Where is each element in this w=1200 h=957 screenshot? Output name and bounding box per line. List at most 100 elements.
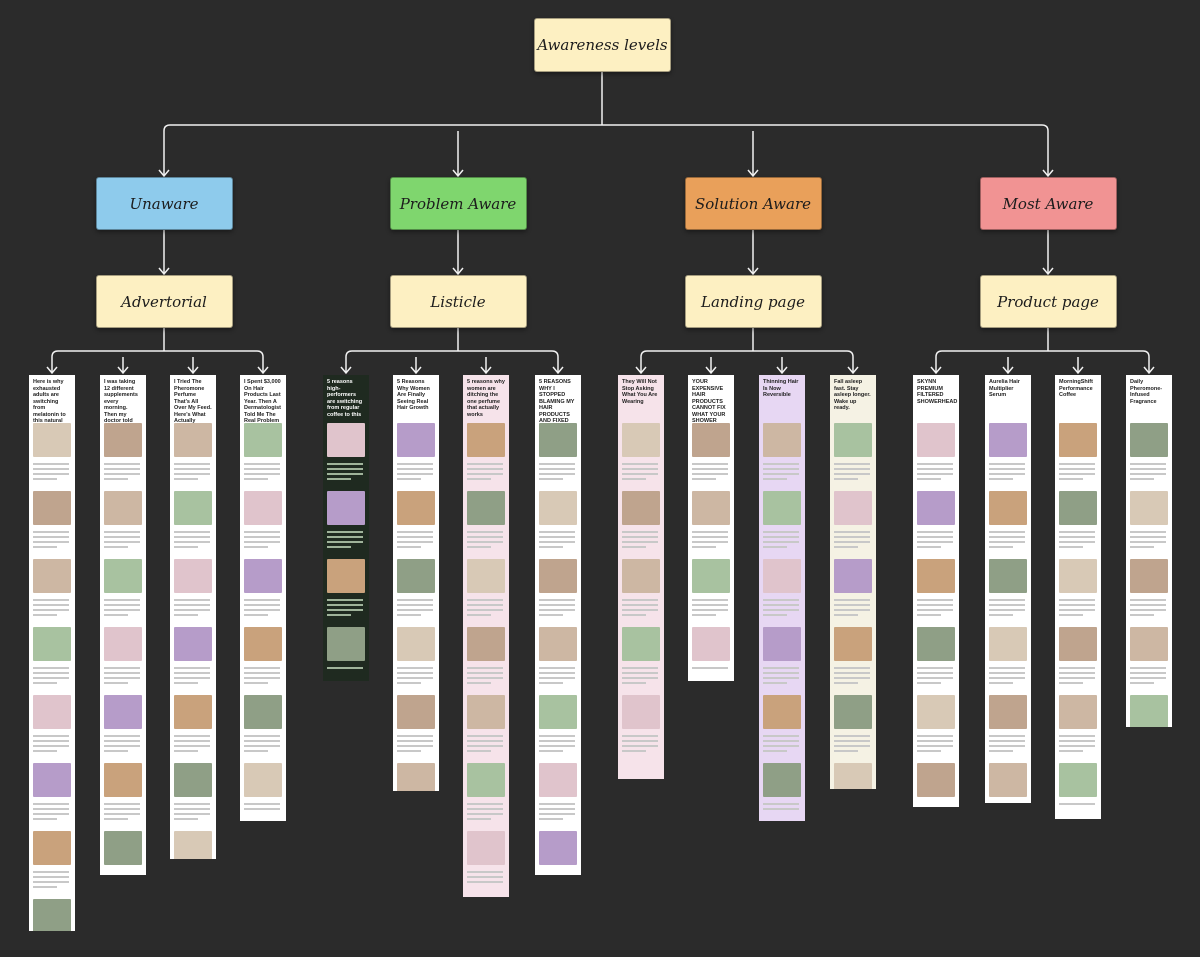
thumbnail-text-line [1059,463,1095,465]
thumbnail-image-block [763,627,801,661]
thumbnail-headline: Fall asleep fast. Stay asleep longer. Wa… [834,379,871,411]
page-screenshot-thumbnail[interactable]: SKYNN PREMIUM FILTERED SHOWERHEAD [913,375,959,807]
thumbnail-text-line [1059,745,1095,747]
thumbnail-text-line [834,740,870,742]
thumbnail-text-line [1059,609,1095,611]
thumbnail-image-block [244,627,282,661]
level-node-label: Problem Aware [399,194,517,213]
thumbnail-text-line [397,735,433,737]
thumbnail-text-line [467,682,491,684]
thumbnail-image-block [104,559,142,593]
thumbnail-headline: They Will Not Stop Asking What You Are W… [622,379,658,405]
thumbnail-text-line [33,871,69,873]
thumbnail-text-line [917,468,953,470]
thumbnail-text-line [1059,541,1095,543]
page-screenshot-thumbnail[interactable]: 5 REASONS WHY I STOPPED BLAMING MY HAIR … [535,375,581,875]
page-type-node-landing-page[interactable]: Landing page [684,275,822,328]
thumbnail-image-block [834,695,872,729]
thumbnail-text-line [104,735,140,737]
thumbnail-text-line [917,609,953,611]
thumbnail-text-line [539,478,563,480]
thumbnail-text-line [917,735,953,737]
thumbnail-image-block [104,491,142,525]
page-screenshot-thumbnail[interactable]: MorningShift Performance Coffee [1055,375,1101,819]
thumbnail-image-block [467,491,505,525]
thumbnail-image-block [104,627,142,661]
page-screenshot-thumbnail[interactable]: I was taking 12 different supplements ev… [100,375,146,875]
page-screenshot-thumbnail[interactable]: Here is why exhausted adults are switchi… [29,375,75,931]
thumbnail-text-line [763,745,799,747]
page-screenshot-thumbnail[interactable]: Daily Pheromone-Infused Fragrance [1126,375,1172,727]
page-type-node-listicle[interactable]: Listicle [389,275,527,328]
thumbnail-text-line [989,478,1013,480]
page-type-node-advertorial[interactable]: Advertorial [95,275,233,328]
thumbnail-text-line [104,745,140,747]
connector-thumb-rail [935,350,1150,358]
thumbnail-text-line [539,813,575,815]
thumbnail-text-line [539,677,575,679]
thumbnail-text-line [834,750,858,752]
page-screenshot-thumbnail[interactable]: Fall asleep fast. Stay asleep longer. Wa… [830,375,876,789]
thumbnail-headline: 5 Reasons Why Women Are Finally Seeing R… [397,379,430,411]
thumbnail-text-line [989,750,1013,752]
thumbnail-image-block [244,423,282,457]
thumbnail-text-line [467,672,503,674]
page-screenshot-thumbnail[interactable]: 5 reasons high-performers are switching … [323,375,369,681]
thumbnail-text-line [33,735,69,737]
thumbnail-text-line [104,604,140,606]
page-screenshot-thumbnail[interactable]: I Tried The Pheromone Perfume That's All… [170,375,216,859]
thumbnail-text-line [622,750,646,752]
thumbnail-text-line [104,609,140,611]
thumbnail-text-line [763,677,799,679]
root-node-awareness-levels[interactable]: Awareness levels [534,18,671,72]
thumbnail-text-line [989,604,1025,606]
connector-arrow-head [705,366,717,375]
page-screenshot-thumbnail[interactable]: YOUR EXPENSIVE HAIR PRODUCTS CANNOT FIX … [688,375,734,681]
level-node-problem-aware[interactable]: Problem Aware [389,177,527,230]
thumbnail-image-block [834,627,872,661]
thumbnail-image-block [1130,695,1168,727]
thumbnail-text-line [174,478,198,480]
connector-arrow-head [117,366,129,375]
page-screenshot-thumbnail[interactable]: 5 reasons why women are ditching the one… [463,375,509,897]
thumbnail-image-block [104,423,142,457]
page-type-node-product-page[interactable]: Product page [979,275,1117,328]
thumbnail-image-block [397,763,435,791]
thumbnail-image-block [1059,627,1097,661]
thumbnail-image-block [692,559,730,593]
thumbnail-image-block [539,695,577,729]
thumbnail-text-line [622,478,646,480]
thumbnail-text-line [397,682,421,684]
thumbnail-text-line [327,478,351,480]
thumbnail-text-line [1130,546,1154,548]
thumbnail-text-line [539,740,575,742]
thumbnail-text-line [539,818,563,820]
thumbnail-text-line [917,531,953,533]
level-node-solution-aware[interactable]: Solution Aware [684,177,822,230]
thumbnail-text-line [1130,468,1166,470]
connector-arrow-head [747,169,759,178]
thumbnail-text-line [622,740,658,742]
thumbnail-text-line [174,803,210,805]
level-node-unaware[interactable]: Unaware [95,177,233,230]
thumbnail-text-line [104,750,128,752]
level-node-most-aware[interactable]: Most Aware [979,177,1117,230]
thumbnail-text-line [622,541,658,543]
thumbnail-text-line [622,599,658,601]
page-screenshot-thumbnail[interactable]: They Will Not Stop Asking What You Are W… [618,375,664,779]
thumbnail-text-line [763,682,787,684]
page-screenshot-thumbnail[interactable]: Thinning Hair Is Now Reversible [759,375,805,821]
page-screenshot-thumbnail[interactable]: 5 Reasons Why Women Are Finally Seeing R… [393,375,439,791]
thumbnail-text-line [244,546,268,548]
page-type-label: Landing page [700,292,806,311]
thumbnail-text-line [33,808,69,810]
thumbnail-text-line [174,682,198,684]
page-screenshot-thumbnail[interactable]: Aurelia Hair Multiplier Serum [985,375,1031,803]
thumbnail-text-line [397,740,433,742]
page-screenshot-thumbnail[interactable]: I Spent $3,000 On Hair Products Last Yea… [240,375,286,821]
thumbnail-text-line [397,667,433,669]
thumbnail-image-block [327,627,365,661]
thumbnail-text-line [467,740,503,742]
thumbnail-text-line [467,463,503,465]
